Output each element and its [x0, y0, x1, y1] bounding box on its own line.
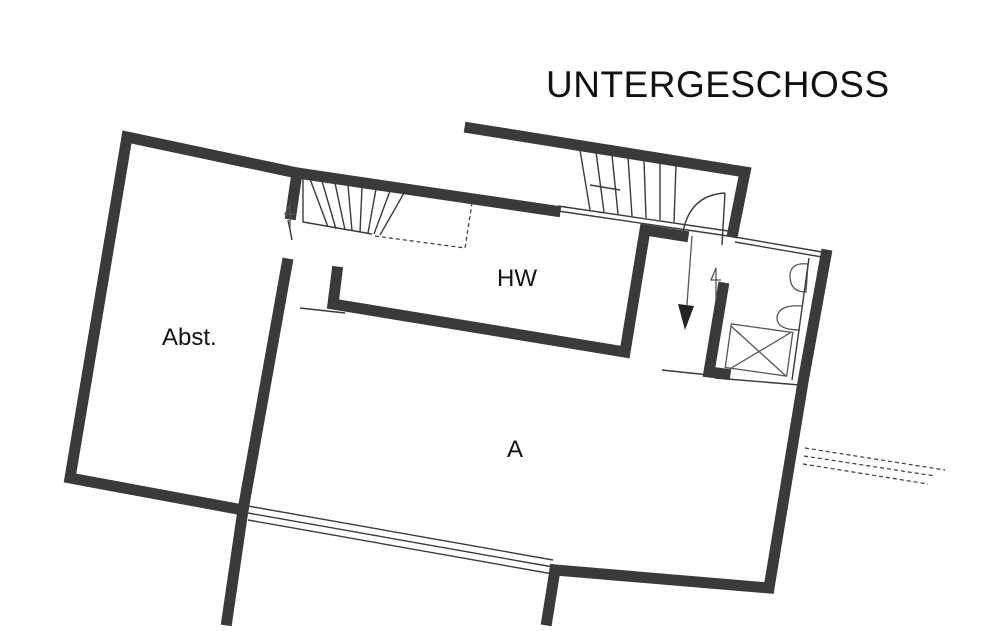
toilet-icon [789, 263, 809, 293]
wall-stair-enclosure [463, 121, 752, 239]
down-arrow-icon [678, 304, 694, 330]
circulation [299, 235, 721, 377]
room-label-a: A [507, 436, 524, 463]
shower-tray [724, 323, 794, 377]
wall-bath [702, 281, 732, 381]
wall-abst-outer [63, 130, 304, 517]
window-south [247, 505, 554, 575]
room-label-abst: Abst. [162, 324, 217, 351]
room-label-hw: HW [497, 265, 537, 292]
stair-left [283, 176, 473, 249]
walls [63, 121, 833, 627]
floor-title: UNTERGESCHOSS [546, 64, 890, 105]
wall-east [549, 248, 833, 594]
wall-south-pillar [540, 563, 562, 627]
wall-top-main [290, 166, 562, 218]
wall-hw-room [326, 223, 690, 359]
terrace-outline [802, 447, 946, 485]
bath-fixtures [724, 257, 810, 381]
wall-abst-inner-lower [220, 257, 294, 627]
wall-abst-inner-upper [284, 166, 304, 221]
stair-right [579, 149, 726, 246]
sink-icon [776, 305, 804, 331]
